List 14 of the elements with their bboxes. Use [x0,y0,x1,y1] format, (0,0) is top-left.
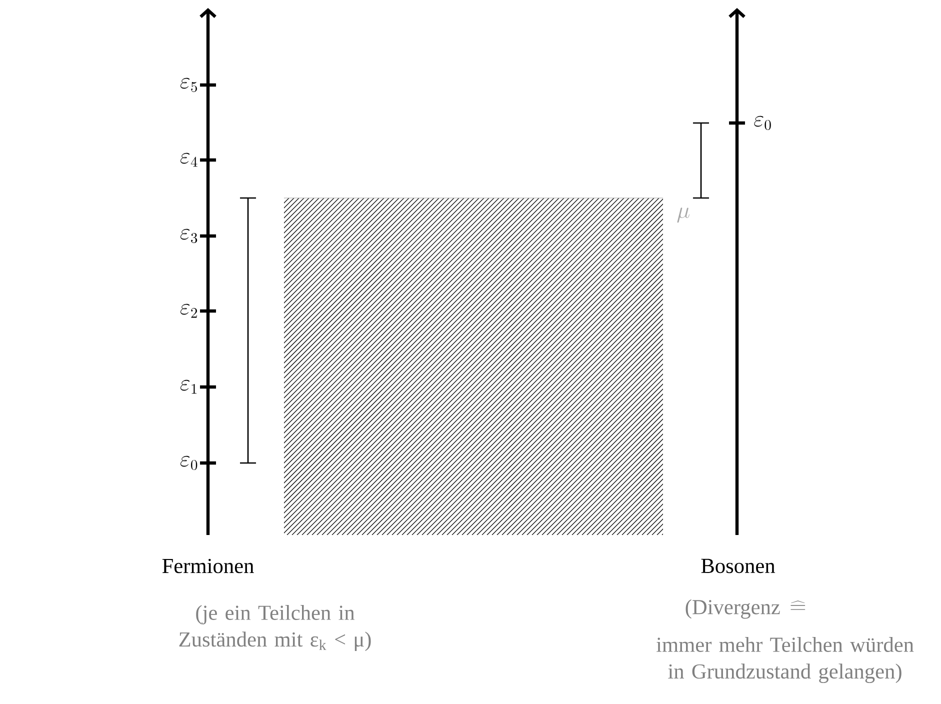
energy-level-label: $\varepsilon_0$ [180,456,198,470]
energy-level-label: $\varepsilon_0$ [754,116,771,130]
note-text: (Divergenz [686,599,780,619]
axis-title: Fermionen [162,558,254,574]
energy-level-label: $\varepsilon_5$ [180,78,197,92]
chemical-potential-label: $\mu$ [677,208,690,223]
energy-level-label: $\varepsilon_4$ [180,152,198,167]
note-text: (je ein Teilchen in Zuständen mit ε$_{k}$ < μ) [179,605,371,652]
energy-level-label: $\varepsilon_3$ [180,228,198,243]
axis-title: Bosonen [701,558,776,574]
energy-level-label: $\varepsilon_1$ [180,380,197,394]
note-text: immer mehr Teilchen würden in Grundzustand gelangen) [656,636,914,684]
correspondence-symbol: $\widehat{=}$ [790,600,806,610]
energy-level-label: $\varepsilon_2$ [180,304,197,318]
